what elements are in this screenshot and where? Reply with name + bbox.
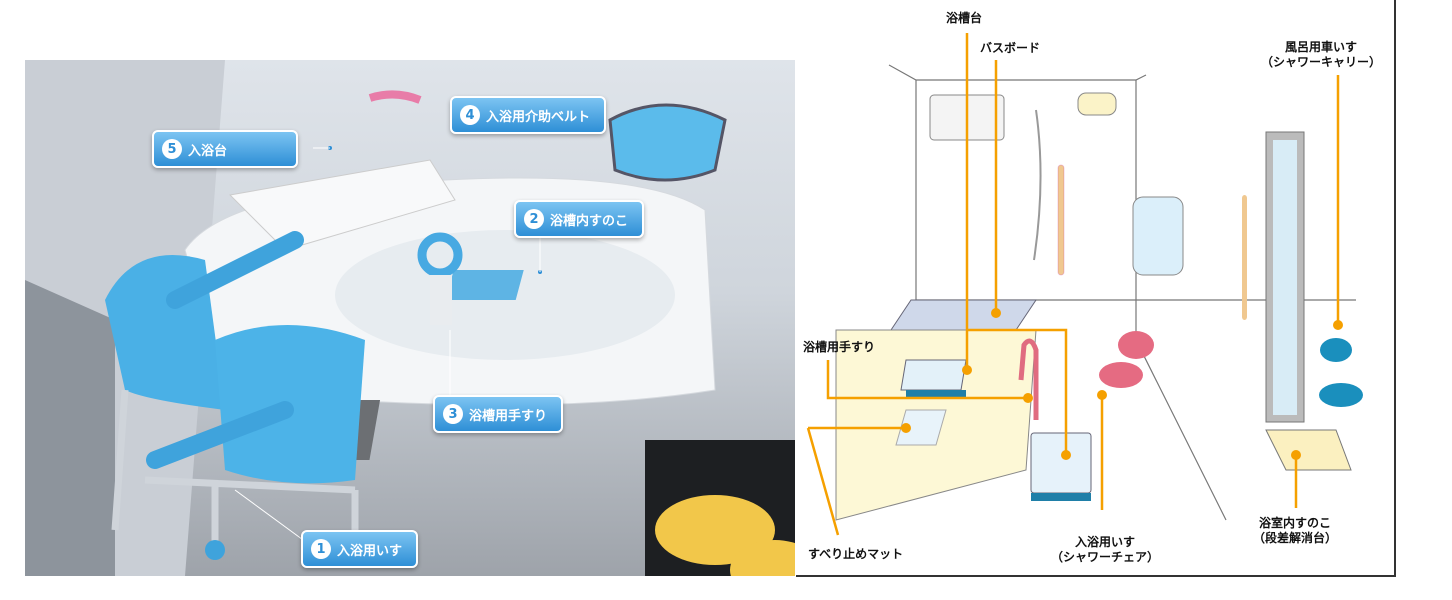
callout-label: 入浴用いす (337, 543, 403, 559)
callout-tub-duckboard[interactable]: 2 浴槽内すのこ (514, 200, 645, 238)
label-shower-carrier: 風呂用車いす（シャワーキャリー） (1261, 40, 1381, 70)
callout-number: 3 (443, 404, 463, 424)
callout-bathing-belt[interactable]: 4 入浴用介助ベルト (450, 96, 607, 134)
label-nonslip-mat: すべり止めマット (808, 547, 904, 561)
label-line: 浴室内すのこ (1259, 516, 1332, 530)
callout-label: 入浴用介助ベルト (486, 109, 591, 125)
label-bath-stand: 浴槽台 (946, 11, 983, 25)
callout-bath-stand[interactable]: 5 入浴台 (152, 130, 298, 168)
callout-number: 1 (311, 539, 331, 559)
callout-number: 2 (524, 209, 544, 229)
label-floor-duckboard: 浴室内すのこ（段差解消台） (1253, 516, 1337, 546)
label-shower-chair: 入浴用いす（シャワーチェア） (1051, 535, 1159, 565)
callout-label: 浴槽用手すり (469, 408, 548, 424)
label-line: （シャワーチェア） (1051, 550, 1160, 564)
label-line: 入浴用いす (1075, 535, 1136, 549)
label-line: （段差解消台） (1253, 531, 1338, 545)
label-line: 風呂用車いす (1285, 40, 1358, 54)
bathroom-photo: 1 入浴用いす 2 浴槽内すのこ 3 浴槽用手すり 4 入浴用介助ベルト 5 入浴台 (25, 60, 795, 576)
callout-number: 5 (162, 139, 182, 159)
bathroom-diagram-illustration (806, 33, 1363, 536)
callout-number: 4 (460, 105, 480, 125)
callout-label: 浴槽内すのこ (550, 213, 629, 229)
callout-shower-chair[interactable]: 1 入浴用いす (301, 530, 419, 568)
callout-label: 入浴台 (188, 143, 228, 159)
bathroom-photo-illustration (25, 60, 795, 576)
callout-tub-handrail[interactable]: 3 浴槽用手すり (433, 395, 564, 433)
label-bath-board: バスボード (980, 41, 1041, 55)
label-line: （シャワーキャリー） (1261, 55, 1382, 69)
label-tub-handrail: 浴槽用手すり (803, 340, 876, 354)
bathroom-diagram: 浴槽台 バスボード 風呂用車いす（シャワーキャリー） 浴槽用手すり すべり止めマ… (796, 0, 1396, 577)
